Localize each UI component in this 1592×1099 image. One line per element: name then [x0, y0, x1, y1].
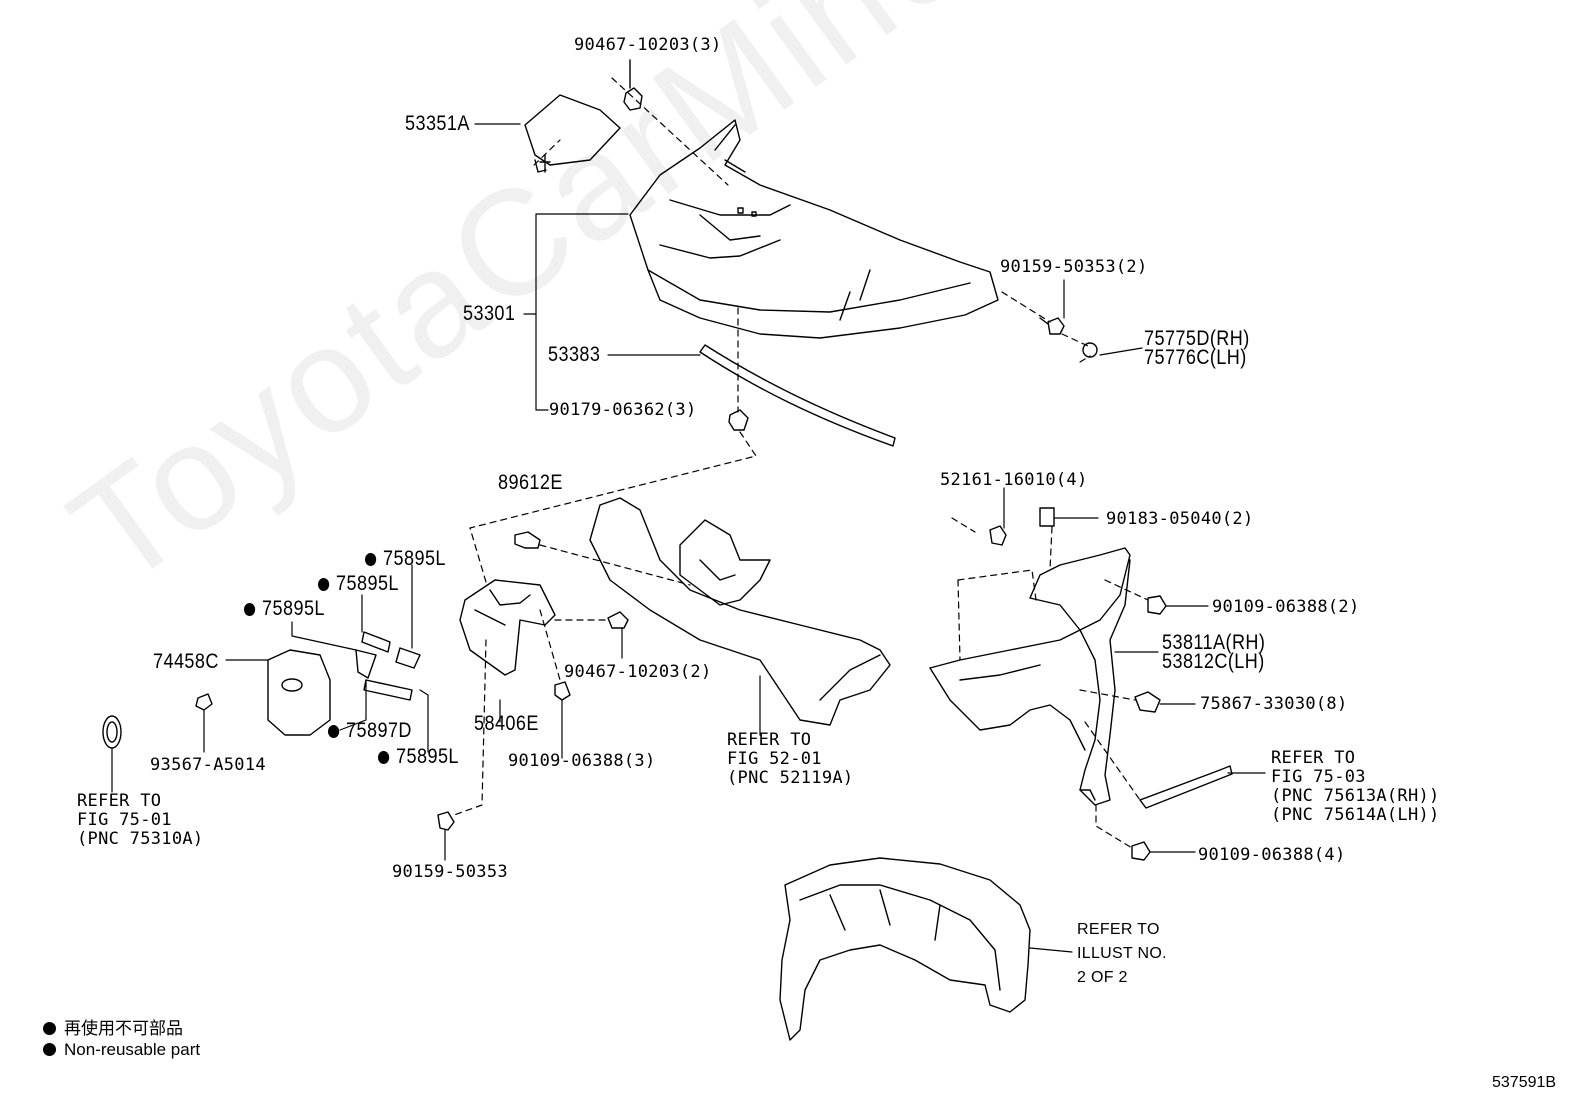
bolt-90109-r2: [1131, 841, 1151, 861]
refer-line: (PNC 75310A): [77, 829, 204, 849]
label-89612E: 89612E: [498, 471, 563, 494]
clip-90467-mid: [607, 611, 629, 629]
label-90159-bottom: 90159-50353: [392, 862, 508, 882]
label-90183: 90183-05040(2): [1106, 509, 1254, 529]
label-75895L-4-text: 75895L: [396, 745, 459, 768]
legend-cn: 再使用不可部品: [43, 1014, 183, 1039]
toyota-badge: [102, 715, 122, 749]
cover-53351A: [524, 94, 621, 173]
label-90109-mid: 90109-06388(3): [508, 751, 656, 771]
clip-90467-top: [623, 59, 643, 111]
refer-fig-52-01: REFER TO FIG 52-01 (PNC 52119A): [727, 731, 853, 788]
refer-line: (PNC 75613A(RH)): [1271, 786, 1440, 806]
label-75895L-1: 75895L: [365, 548, 446, 570]
label-90109-r1: 90109-06388(2): [1212, 597, 1360, 617]
center-panel: [589, 497, 891, 726]
label-53811A: 53811A(RH): [1162, 631, 1266, 654]
non-reusable-dot: [318, 578, 330, 591]
label-90109-r2: 90109-06388(4): [1198, 845, 1346, 865]
bolt-90109-mid: [554, 681, 571, 701]
refer-line: REFER TO: [1271, 748, 1356, 768]
label-90179: 90179-06362(3): [549, 400, 697, 420]
seal-53383: [699, 344, 896, 447]
tapes-75895L: [355, 631, 421, 701]
label-75895L-4: 75895L: [378, 746, 459, 768]
fender-liner: [779, 857, 1031, 1041]
legend-dot: [43, 1043, 56, 1056]
non-reusable-dot: [244, 603, 256, 616]
label-75895L-3-text: 75895L: [262, 597, 325, 620]
screw-52161: [989, 525, 1007, 546]
legend-en: Non-reusable part: [43, 1040, 200, 1060]
non-reusable-dot: [378, 751, 390, 764]
label-90467-mid: 90467-10203(2): [564, 662, 712, 682]
refer-line: ILLUST NO.: [1077, 945, 1167, 962]
refer-fig-75-01: REFER TO FIG 75-01 (PNC 75310A): [77, 792, 203, 849]
refer-line: FIG 75-03: [1271, 767, 1366, 787]
screw-90159-top: [1039, 317, 1098, 358]
label-90467-top: 90467-10203(3): [574, 35, 722, 55]
refer-fig-75-03: REFER TO FIG 75-03 (PNC 75613A(RH)) (PNC…: [1271, 749, 1440, 825]
label-53301: 53301: [463, 302, 516, 325]
refer-line: FIG 75-01: [77, 810, 172, 830]
bolt-89612E: [514, 531, 541, 549]
clip-90179: [728, 409, 749, 431]
label-74458C: 74458C: [153, 650, 219, 673]
dashed-lines: [453, 77, 1149, 849]
label-53812C: 53812C(LH): [1162, 650, 1265, 673]
leader-lines: [111, 123, 1266, 953]
non-reusable-dot: [328, 725, 340, 738]
refer-line: (PNC 75614A(LH)): [1271, 805, 1440, 825]
bolt-90109-r1: [1147, 595, 1167, 615]
label-75897D-text: 75897D: [346, 719, 412, 742]
label-75776C: 75776C(LH): [1144, 346, 1247, 369]
label-53383: 53383: [548, 343, 601, 366]
molding-75613A: [1139, 765, 1233, 809]
clip-75867: [1134, 691, 1161, 713]
figure-id: 537591B: [1492, 1074, 1557, 1091]
label-75895L-2: 75895L: [318, 573, 399, 595]
label-53351A: 53351A: [405, 112, 470, 135]
bracket-58406E: [459, 579, 556, 676]
refer-line: (PNC 52119A): [727, 768, 854, 788]
label-75895L-3: 75895L: [244, 598, 325, 620]
refer-line: 2 OF 2: [1077, 969, 1128, 986]
legend-cn-text: 再使用不可部品: [64, 1019, 183, 1038]
screw-93567: [195, 693, 213, 711]
refer-line: REFER TO: [77, 791, 162, 811]
legend-dot: [43, 1022, 56, 1035]
label-75775D: 75775D(RH): [1144, 327, 1250, 350]
nut-90183: [1039, 507, 1055, 527]
label-75897D: 75897D: [328, 720, 412, 742]
bolt-90159-bottom: [437, 811, 455, 831]
refer-line: REFER TO: [1077, 921, 1160, 938]
refer-illust: REFER TO ILLUST NO. 2 OF 2: [1077, 918, 1167, 990]
label-58406E: 58406E: [474, 712, 539, 735]
emblem-74458C: [267, 649, 331, 736]
label-75867: 75867-33030(8): [1200, 694, 1348, 714]
legend-en-text: Non-reusable part: [64, 1040, 201, 1059]
fender-53811A: [929, 547, 1131, 806]
non-reusable-dot: [365, 553, 377, 566]
label-52161: 52161-16010(4): [940, 470, 1088, 490]
label-90159-top: 90159-50353(2): [1000, 257, 1148, 277]
label-75895L-2-text: 75895L: [336, 572, 399, 595]
refer-line: FIG 52-01: [727, 749, 822, 769]
label-75895L-1-text: 75895L: [383, 547, 446, 570]
refer-line: REFER TO: [727, 730, 812, 750]
label-93567: 93567-A5014: [150, 755, 266, 775]
cowl-top-panel: [629, 119, 999, 339]
